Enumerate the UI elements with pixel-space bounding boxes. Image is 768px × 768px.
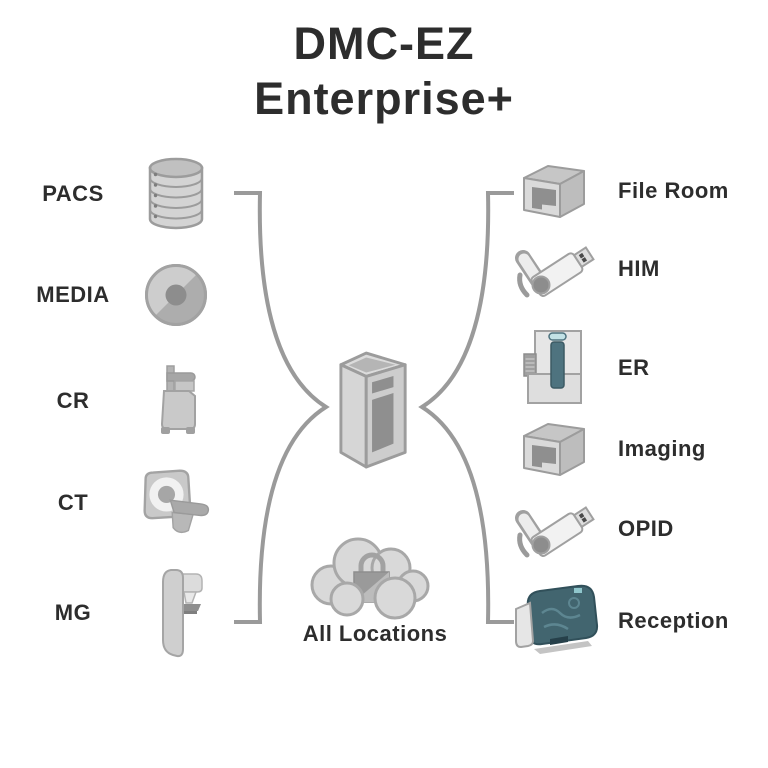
destination-row-file-room: File Room xyxy=(500,160,729,222)
destination-label-imaging: Imaging xyxy=(618,436,706,461)
title-line-2: Enterprise+ xyxy=(254,73,514,124)
storage-box-icon xyxy=(500,418,608,480)
destination-label-er: ER xyxy=(618,355,650,380)
diagram-title: DMC-EZ Enterprise+ xyxy=(0,16,768,126)
right-brace-connector xyxy=(418,191,514,624)
cr-reader-icon xyxy=(500,328,608,408)
source-label-ct: CT xyxy=(57,490,89,515)
destination-label-opid: OPID xyxy=(618,516,674,541)
left-brace-connector xyxy=(234,191,330,624)
scanner-icon xyxy=(500,583,608,659)
destination-row-opid: OPID xyxy=(500,497,674,561)
all-locations-label: All Locations xyxy=(302,621,448,646)
destination-label-file-room: File Room xyxy=(618,178,729,203)
source-label-pacs: PACS xyxy=(42,181,104,206)
source-row-mg: MG xyxy=(8,566,214,660)
cloud-lock-icon xyxy=(303,527,443,628)
source-label-cr: CR xyxy=(56,388,90,413)
title-line-1: DMC-EZ xyxy=(293,18,475,69)
source-row-pacs: PACS xyxy=(8,157,214,231)
source-label-media: MEDIA xyxy=(36,282,110,307)
ct-scanner-icon xyxy=(138,466,214,540)
disc-icon xyxy=(138,262,214,328)
cr-xray-machine-icon xyxy=(138,364,214,438)
destination-row-er: ER xyxy=(500,328,650,408)
destination-row-imaging: Imaging xyxy=(500,418,706,480)
storage-box-icon xyxy=(500,160,608,222)
database-icon xyxy=(138,157,214,231)
destination-label-him: HIM xyxy=(618,256,660,281)
source-row-cr: CR xyxy=(8,364,214,438)
source-row-ct: CT xyxy=(8,466,214,540)
usb-drive-icon xyxy=(500,497,608,561)
destination-row-him: HIM xyxy=(500,237,660,301)
server-tower-icon xyxy=(337,351,411,477)
destination-row-reception: Reception xyxy=(500,583,729,659)
mammography-machine-icon xyxy=(138,566,214,660)
source-row-media: MEDIA xyxy=(8,262,214,328)
usb-drive-icon xyxy=(500,237,608,301)
source-label-mg: MG xyxy=(54,600,92,625)
destination-label-reception: Reception xyxy=(618,608,729,633)
